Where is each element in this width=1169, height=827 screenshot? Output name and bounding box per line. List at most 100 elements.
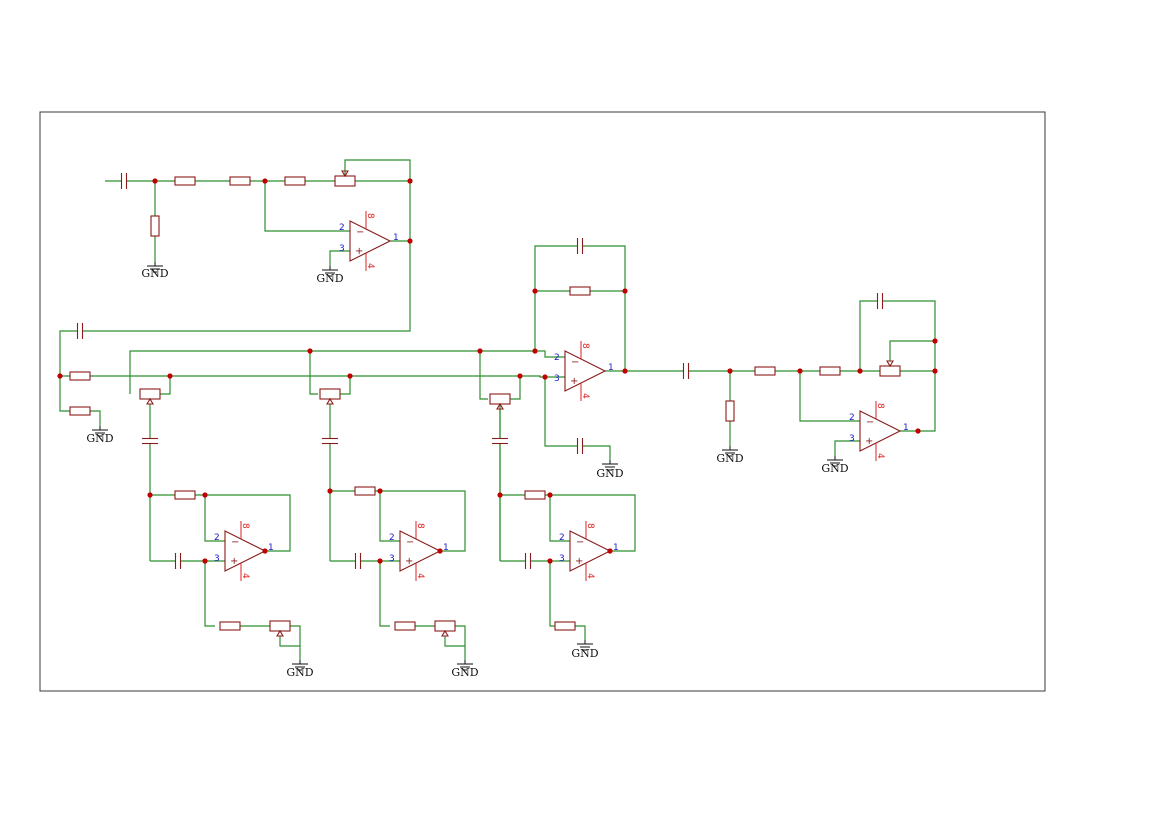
op-amp-plus-sign: + (575, 556, 583, 567)
potentiometer-wiper (886, 360, 894, 368)
op-amp-pin-4: 4 (585, 573, 595, 579)
resistor (554, 621, 576, 631)
potentiometer (334, 175, 356, 187)
potentiometer-wiper (441, 629, 449, 637)
wire (575, 625, 586, 640)
junction-dot (622, 288, 628, 294)
ground-label: GND (286, 666, 313, 679)
op-amp-pin-1: 1 (268, 543, 274, 553)
op-amp-pin-1: 1 (903, 423, 909, 433)
op-amp-pin-2: 2 (389, 533, 395, 543)
junction-dot (932, 338, 938, 344)
potentiometer-wiper (496, 402, 504, 410)
capacitor-gap (683, 362, 689, 380)
op-amp-pin-2: 2 (214, 533, 220, 543)
ground-label: GND (571, 647, 598, 660)
wire (444, 636, 465, 647)
resistor (150, 215, 160, 237)
op-amp-plus-sign: + (230, 556, 238, 567)
op-amp-pin-8: 8 (580, 343, 590, 349)
capacitor-gap (877, 292, 883, 310)
op-amp-pin-4: 4 (240, 573, 250, 579)
capacitor-gap (355, 552, 361, 570)
op-amp (564, 350, 607, 392)
potentiometer-wiper (341, 170, 349, 178)
resistor (174, 176, 196, 186)
junction-dot (262, 548, 268, 554)
op-amp-pin-8: 8 (875, 403, 885, 409)
op-amp-plus-sign: + (570, 376, 578, 387)
wire (379, 491, 400, 542)
resistor (229, 176, 251, 186)
wire (549, 495, 570, 542)
wire (264, 181, 350, 232)
capacitor-gap (491, 438, 509, 444)
junction-dot (915, 428, 921, 434)
op-amp-pin-4: 4 (875, 453, 885, 459)
wire (150, 494, 291, 552)
ground-label: GND (821, 462, 848, 475)
wire (204, 495, 225, 542)
junction-dot (857, 368, 863, 374)
op-amp-pin-2: 2 (559, 533, 565, 543)
wire (340, 376, 351, 395)
wire (500, 494, 636, 552)
junction-dot (532, 348, 538, 354)
wire (330, 490, 466, 552)
resistor (524, 490, 546, 500)
junction-dot (622, 368, 628, 374)
op-amp-pin-3: 3 (339, 244, 345, 254)
ground-label: GND (451, 666, 478, 679)
resistor (725, 400, 735, 422)
resistor (819, 366, 841, 376)
junctions (57, 178, 938, 564)
junction-dot (147, 492, 153, 498)
wire (379, 561, 390, 627)
wire (859, 300, 936, 432)
junction-dot (542, 374, 548, 380)
op-amp-minus-sign: − (356, 227, 364, 238)
junction-dot (547, 558, 553, 564)
junction-dot (202, 492, 208, 498)
ground-label: GND (316, 272, 343, 285)
capacitor-gap (77, 322, 83, 340)
ground-label: GND (141, 267, 168, 280)
junction-dot (202, 558, 208, 564)
junction-dot (532, 288, 538, 294)
op-amp-minus-sign: − (231, 537, 239, 548)
resistor (174, 490, 196, 500)
capacitor-gap (141, 438, 159, 444)
wire (520, 375, 565, 378)
junction-dot (407, 238, 413, 244)
op-amp-pin-1: 1 (393, 233, 399, 243)
capacitor-gap (175, 552, 181, 570)
junction-dot (152, 178, 158, 184)
resistor (754, 366, 776, 376)
wire (889, 340, 935, 361)
potentiometer (319, 388, 341, 400)
op-amp-pin-8: 8 (365, 213, 375, 219)
wire (240, 625, 301, 660)
junction-dot (167, 373, 173, 379)
capacitor-gap (321, 438, 339, 444)
capacitor-gap (121, 172, 127, 190)
op-amp-pin-1: 1 (613, 543, 619, 553)
junction-dot (377, 558, 383, 564)
op-amp-minus-sign: − (406, 537, 414, 548)
op-amp-pin-1: 1 (443, 543, 449, 553)
wire (279, 636, 300, 647)
wire (59, 159, 411, 426)
ground-label: GND (86, 432, 113, 445)
op-amp-minus-sign: − (576, 537, 584, 548)
potentiometer-wiper (146, 397, 154, 405)
op-amp (859, 410, 902, 452)
junction-dot (437, 548, 443, 554)
junction-dot (477, 348, 483, 354)
op-amp-minus-sign: − (866, 417, 874, 428)
junction-dot (347, 373, 353, 379)
wire (535, 350, 565, 358)
potentiometer (489, 393, 511, 405)
junction-dot (307, 348, 313, 354)
op-amp-pin-8: 8 (415, 523, 425, 529)
